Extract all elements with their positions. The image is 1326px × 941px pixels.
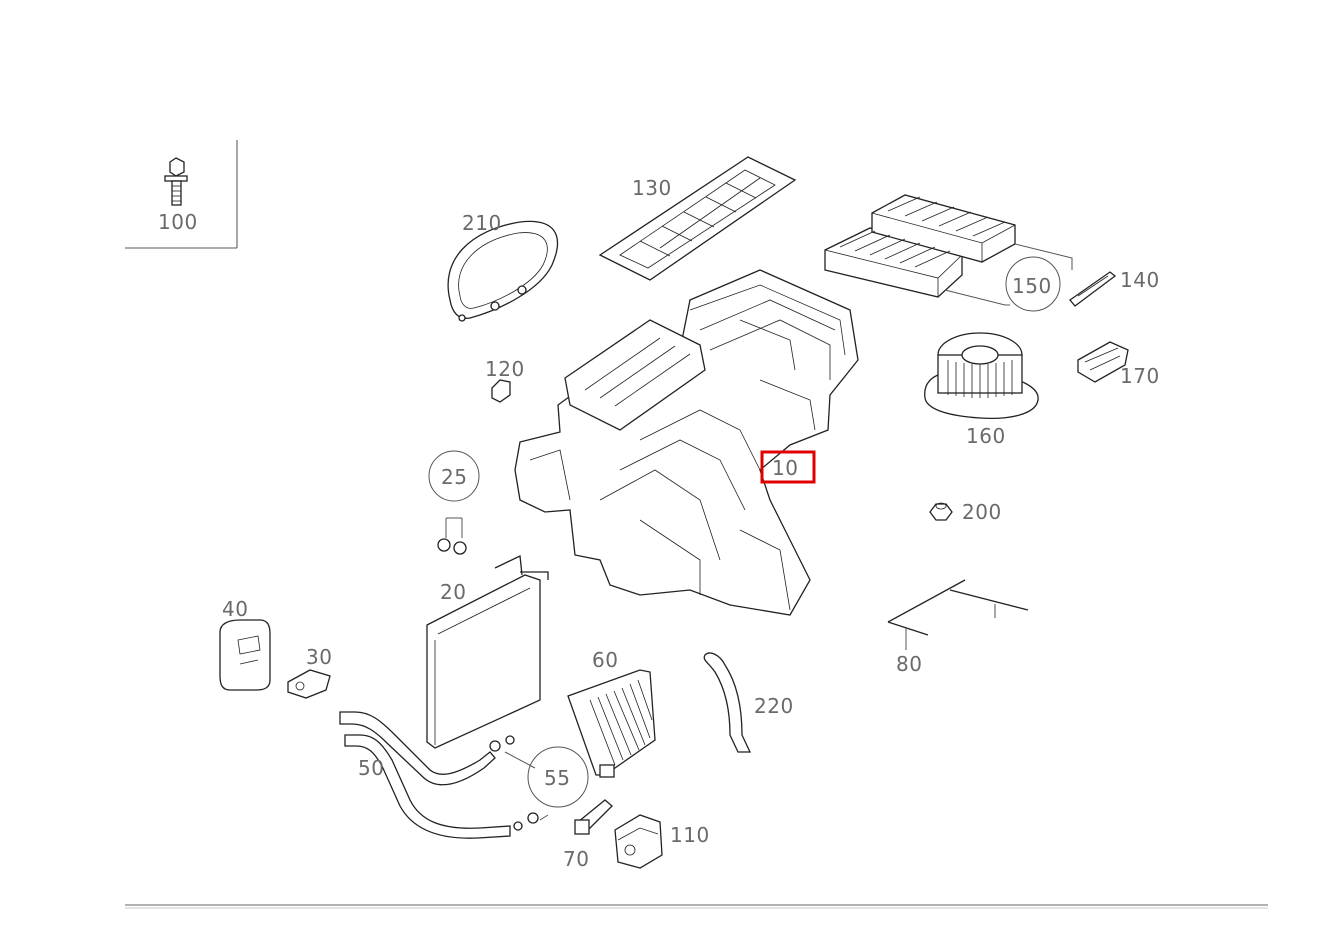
heater-core-part-60[interactable] — [567, 669, 656, 778]
pipes-part-50[interactable] — [339, 711, 511, 839]
evaporator-part-20[interactable] — [426, 555, 549, 749]
callout-140[interactable]: 140 — [1120, 268, 1160, 292]
actuator-part-110[interactable] — [614, 814, 663, 869]
callout-120[interactable]: 120 — [485, 357, 525, 381]
inset-box — [125, 140, 238, 249]
callout-220[interactable]: 220 — [754, 694, 794, 718]
hose-part-220[interactable] — [703, 652, 752, 753]
sensor-part-30[interactable] — [287, 669, 331, 699]
callout-20[interactable]: 20 — [440, 580, 466, 604]
callout-80[interactable]: 80 — [896, 652, 922, 676]
leader-circles — [428, 256, 1061, 808]
frame-part-210[interactable] — [447, 220, 559, 322]
bolt-part-100[interactable] — [164, 157, 188, 206]
actuator-part-70[interactable] — [574, 799, 613, 835]
callout-130[interactable]: 130 — [632, 176, 672, 200]
strip-part-140[interactable] — [1069, 271, 1117, 307]
callout-60[interactable]: 60 — [592, 648, 618, 672]
callout-circle-25 — [428, 450, 480, 502]
callout-150[interactable]: 150 — [1012, 274, 1052, 298]
module-part-170[interactable] — [1077, 341, 1129, 383]
grid-frame-part-130[interactable] — [598, 156, 797, 281]
callout-170[interactable]: 170 — [1120, 364, 1160, 388]
blower-part-160[interactable] — [924, 332, 1039, 420]
callout-25[interactable]: 25 — [441, 465, 467, 489]
callout-100[interactable]: 100 — [158, 210, 198, 234]
callout-200[interactable]: 200 — [962, 500, 1002, 524]
cover-part-40[interactable] — [219, 619, 271, 691]
clamp-part-25[interactable] — [437, 517, 467, 555]
callout-210[interactable]: 210 — [462, 211, 502, 235]
hvac-housing-part-10[interactable] — [514, 269, 859, 616]
callout-labels: 100 130 210 150 140 120 170 160 10 25 20… — [158, 176, 1160, 871]
filter-part-150[interactable] — [824, 194, 1073, 306]
clip-part-120[interactable] — [491, 379, 511, 403]
callout-50[interactable]: 50 — [358, 756, 384, 780]
o-rings-part-55[interactable] — [489, 735, 549, 831]
selected-callout-highlight — [760, 450, 816, 484]
bottom-rule — [125, 904, 1268, 909]
callout-circle-150 — [1005, 256, 1061, 312]
callout-10[interactable]: 10 — [772, 456, 798, 480]
callout-160[interactable]: 160 — [966, 424, 1006, 448]
harness-part-80[interactable] — [887, 579, 1029, 650]
callout-circle-55 — [527, 746, 589, 808]
callout-55[interactable]: 55 — [544, 766, 570, 790]
callout-30[interactable]: 30 — [306, 645, 332, 669]
callout-40[interactable]: 40 — [222, 597, 248, 621]
nut-part-200[interactable] — [929, 502, 953, 521]
callout-70[interactable]: 70 — [563, 847, 589, 871]
callout-110[interactable]: 110 — [670, 823, 710, 847]
